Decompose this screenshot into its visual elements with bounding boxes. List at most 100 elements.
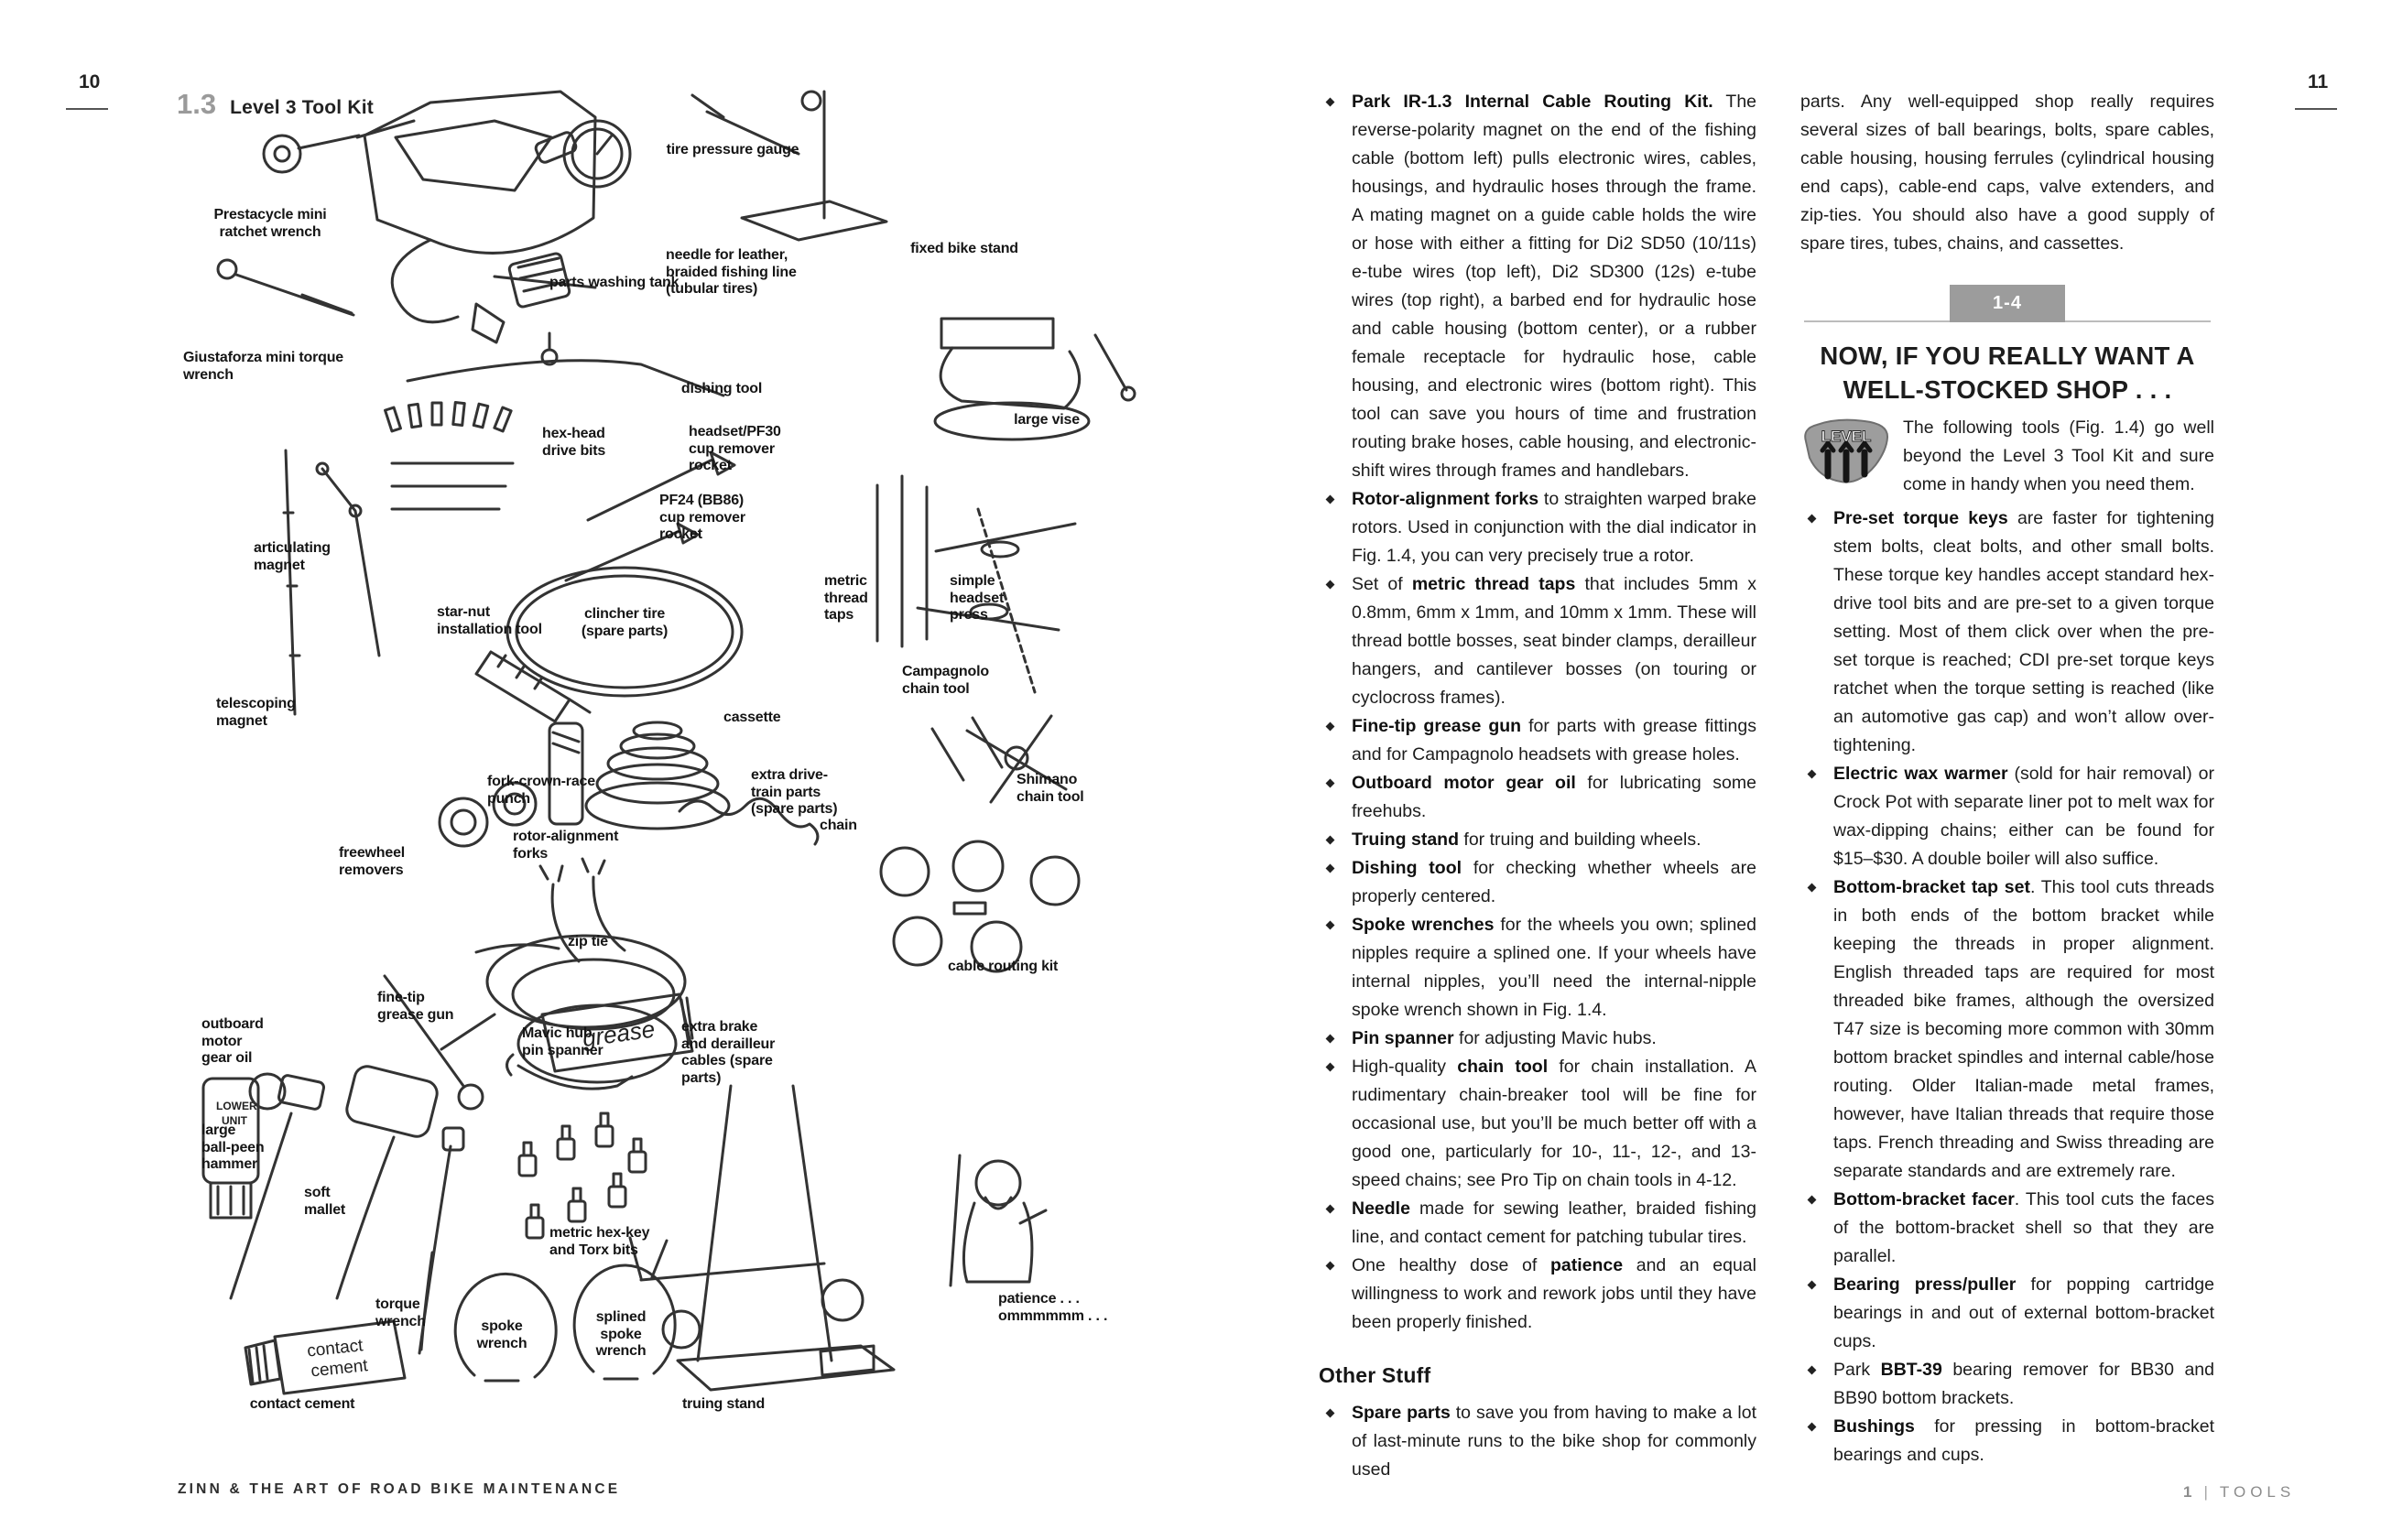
bullet-icon [1807, 1422, 1817, 1432]
fixed-bike-stand-drawing [692, 92, 886, 240]
tool-label: Shimano chain tool [1017, 772, 1084, 805]
tool-label: telescoping magnet [216, 696, 296, 729]
tool-bullet-item: Dishing tool for checking whether wheels… [1319, 854, 1756, 911]
tool-label: PF24 (BB86) cup remover rocket [659, 493, 745, 543]
tool-label: hex-head drive bits [542, 426, 606, 459]
bullet-icon [1807, 1365, 1817, 1375]
figure-title: Level 3 Tool Kit [230, 97, 374, 118]
hex-torx-bits-drawing [519, 1113, 646, 1238]
tool-label: patience . . . ommmmmm . . . [998, 1291, 1108, 1324]
tool-label: freewheel removers [339, 845, 406, 878]
bullet-icon [1325, 494, 1335, 504]
fine-tip-grease-gun-drawing [385, 976, 483, 1109]
gear-oil-text-2: UNIT [222, 1114, 248, 1127]
tool-label: parts washing tank [549, 275, 680, 290]
tool-label: spoke wrench [476, 1318, 527, 1351]
bullet-icon [1325, 97, 1335, 107]
tool-label: extra drive- train parts (spare parts) [751, 767, 838, 818]
mini-torque-wrench-drawing [218, 260, 353, 315]
tool-label: metric thread taps [824, 573, 868, 624]
section-badge-row: 1-4 [1800, 258, 2214, 322]
ball-peen-hammer-drawing [231, 1074, 325, 1298]
tool-bullet-item: Truing stand for truing and building whe… [1319, 826, 1756, 854]
tool-bullet-item: Pin spanner for adjusting Mavic hubs. [1319, 1025, 1756, 1053]
other-stuff-heading: Other Stuff [1319, 1363, 1431, 1387]
bullet-icon [1325, 1062, 1335, 1072]
tool-label: metric hex-key and Torx bits [549, 1225, 650, 1258]
metric-taps-drawing [877, 476, 927, 646]
contact-cement-tube-drawing: contact cement [245, 1321, 405, 1394]
tool-bullet-item: Spoke wrenches for the wheels you own; s… [1319, 911, 1756, 1025]
right-footer: 1|TOOLS [2183, 1483, 2295, 1502]
soft-mallet-drawing [337, 1064, 440, 1298]
fork-crown-race-punch-drawing [549, 723, 582, 824]
bullet-icon [1807, 769, 1817, 779]
tool-label: tire pressure gauge [666, 142, 799, 157]
dishing-tool-drawing [408, 333, 723, 396]
zip-tie-drawing [476, 945, 559, 952]
section-heading-line1: NOW, IF YOU REALLY WANT A [1820, 342, 2195, 370]
level-icon-text: LEVEL [1821, 428, 1872, 445]
bullet-icon [1325, 920, 1335, 930]
tool-illustration: grease LOWER UNIT [0, 0, 1282, 1540]
campagnolo-chain-tool-drawing [967, 716, 1066, 802]
tool-bullet-item: High-quality chain tool for chain instal… [1319, 1053, 1756, 1195]
figure-number: 1.3 [177, 88, 217, 120]
tool-bullet-item: Park IR-1.3 Internal Cable Routing Kit. … [1319, 88, 1756, 485]
tool-label: Campagnolo chain tool [902, 664, 989, 697]
tool-bullet-item: Set of metric thread taps that includes … [1319, 570, 1756, 712]
tool-label: clincher tire (spare parts) [581, 606, 669, 639]
ratchet-wrench-drawing [264, 121, 414, 172]
tool-label: needle for leather, braided fishing line… [666, 247, 797, 298]
bullet-icon [1807, 883, 1817, 893]
bullet-icon [1325, 863, 1335, 873]
tool-label: splined spoke wrench [595, 1309, 647, 1360]
star-nut-tool-drawing [476, 652, 590, 721]
articulating-magnet-drawing [317, 463, 379, 656]
tool-label: cassette [723, 710, 781, 725]
parts-washing-tank-drawing [364, 92, 595, 342]
left-page-number: 10 [79, 71, 101, 92]
tool-label: fixed bike stand [910, 241, 1018, 256]
tool-label: fork-crown-race punch [487, 774, 595, 807]
gear-oil-text-1: LOWER [216, 1100, 257, 1112]
tool-label: large vise [1014, 412, 1080, 428]
bullet-icon [1807, 1280, 1817, 1290]
bullet-icon [1325, 580, 1335, 590]
bullet-icon [1807, 514, 1817, 524]
tool-bullet-list-1: Park IR-1.3 Internal Cable Routing Kit. … [1319, 88, 1756, 1337]
tool-bullet-list-1b: Spare parts to save you from having to m… [1319, 1399, 1756, 1484]
bullet-icon [1325, 1408, 1335, 1418]
big-torque-wrench-drawing [419, 1128, 463, 1353]
tool-bullet-item: Fine-tip grease gun for parts with greas… [1319, 712, 1756, 769]
gear-oil-tube-drawing: LOWER UNIT [203, 1079, 258, 1218]
tool-bullet-item: Bearing press/puller for popping cartrid… [1800, 1271, 2214, 1356]
level-paragraph: The following tools (Fig. 1.4) go well b… [1903, 418, 2214, 494]
left-page-number-rule [66, 108, 108, 110]
figure-heading: 1.3 Level 3 Tool Kit [177, 88, 374, 121]
tool-label: dishing tool [680, 381, 763, 396]
tool-label: rotor-alignment forks [513, 829, 619, 862]
right-page-number: 11 [2308, 71, 2329, 92]
tool-label: fine-tip grease gun [377, 990, 454, 1023]
chain-drawing [680, 798, 818, 844]
tool-label: cable routing kit [948, 959, 1059, 974]
level-paragraph-block: LEVEL The following tools (Fig. 1.4) go … [1800, 414, 2214, 499]
tool-bullet-item: Electric wax warmer (sold for hair remov… [1800, 760, 2214, 873]
tool-label: chain [820, 818, 857, 833]
rotor-alignment-forks-drawing [540, 859, 625, 961]
tool-bullet-item: Needle made for sewing leather, braided … [1319, 1195, 1756, 1252]
monk-figure-drawing [951, 1155, 1046, 1285]
tool-label: soft mallet [304, 1185, 346, 1218]
footer-chapter-title: TOOLS [2219, 1483, 2296, 1501]
freewheel-removers-drawing [440, 783, 536, 846]
tool-bullet-item: Spare parts to save you from having to m… [1319, 1399, 1756, 1484]
left-footer: ZINN & THE ART OF ROAD BIKE MAINTENANCE [178, 1481, 621, 1497]
level-3-icon: LEVEL [1804, 418, 1889, 483]
tool-label: articulating magnet [254, 540, 331, 573]
tool-label: Mavic hub pin spanner [522, 1025, 603, 1058]
right-page-number-rule [2295, 108, 2337, 110]
tool-label: simple headset press [950, 573, 1005, 624]
tool-bullet-item: Outboard motor gear oil for lubricating … [1319, 769, 1756, 826]
